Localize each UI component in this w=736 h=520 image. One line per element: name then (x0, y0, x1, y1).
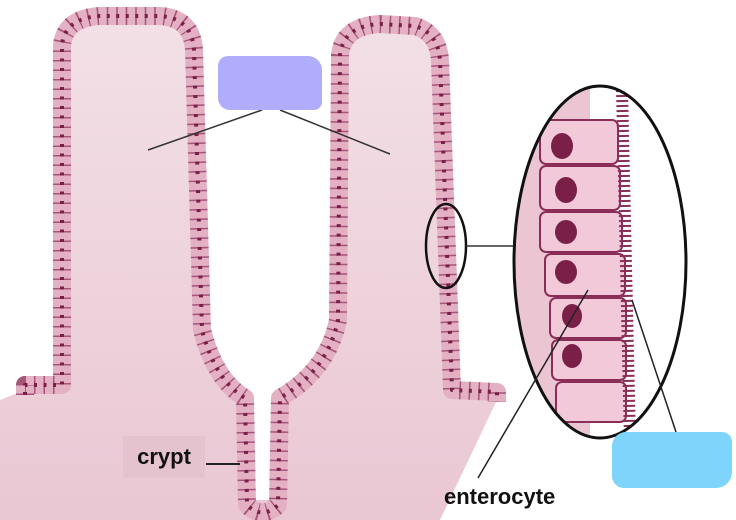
villus-label-cover (218, 56, 322, 110)
microvilli (616, 89, 636, 438)
microvilli-label-cover (612, 432, 732, 488)
epithelium (16, 7, 506, 520)
tissue-background (0, 18, 497, 520)
villus-pointer-right (279, 109, 391, 155)
microvilli-pointer (631, 299, 677, 433)
magnify-ellipse (512, 84, 688, 440)
crypt-label-text: crypt (137, 444, 191, 469)
enterocyte-label: enterocyte (444, 484, 556, 509)
villus-pointer-left (147, 109, 263, 151)
crypt-label: crypt (123, 436, 205, 478)
zoomed-enterocytes (514, 86, 686, 438)
enterocyte-pointer (477, 289, 589, 479)
